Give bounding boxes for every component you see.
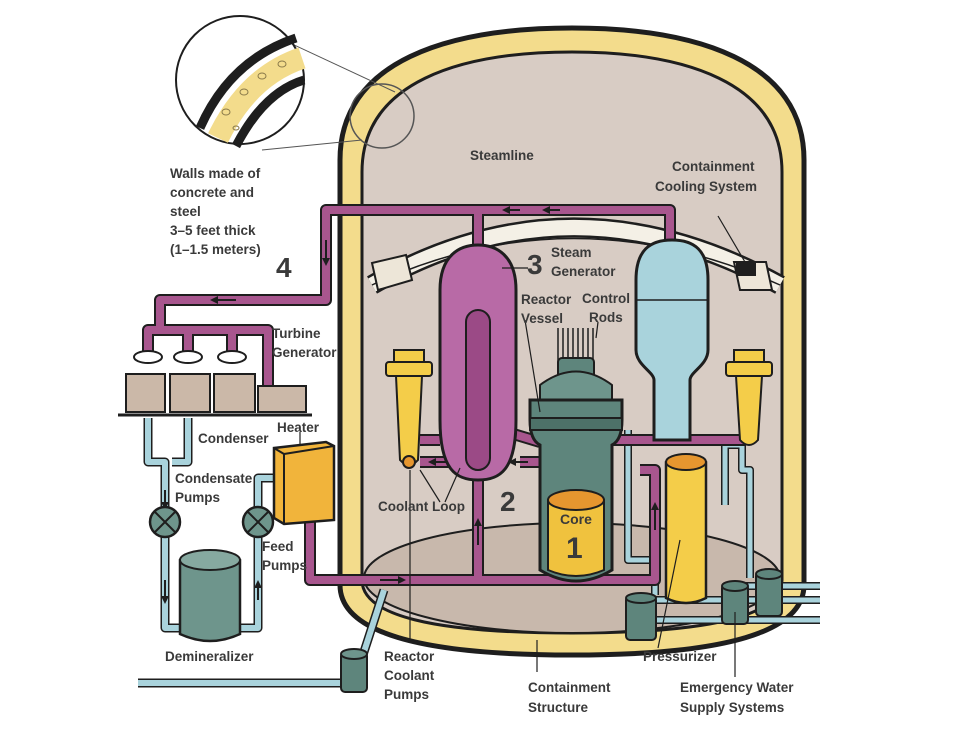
svg-text:Emergency Water: Emergency Water	[680, 680, 794, 695]
cooling-fan-right	[732, 261, 774, 291]
turbine-generator	[118, 350, 312, 417]
turbine-generator-label: Turbine Generator	[272, 326, 337, 360]
cooling-fan-left	[370, 253, 414, 292]
reactor-core	[547, 489, 605, 577]
feed-pump	[241, 505, 275, 539]
svg-text:Containment: Containment	[672, 159, 755, 174]
reactor-vessel-label: Reactor Vessel	[521, 292, 572, 326]
containment-cooling-unit	[634, 238, 710, 442]
emergency-water-tanks	[625, 568, 783, 641]
svg-text:Generator: Generator	[272, 345, 337, 360]
svg-text:Reactor: Reactor	[521, 292, 572, 307]
svg-text:Reactor: Reactor	[384, 649, 435, 664]
control-rods-label: Control Rods	[582, 291, 630, 325]
demineralizer-label: Demineralizer	[165, 649, 254, 664]
intake-pump	[340, 648, 368, 693]
steam-generator	[438, 243, 518, 482]
svg-text:Rods: Rods	[589, 310, 623, 325]
svg-text:Containment: Containment	[528, 680, 611, 695]
step-number-2: 2	[500, 486, 516, 517]
svg-text:Pumps: Pumps	[175, 490, 220, 505]
condensate-pumps-label: Condensate Pumps	[175, 471, 253, 505]
svg-text:Pumps: Pumps	[384, 687, 429, 702]
reactor-vessel	[528, 328, 624, 583]
feed-pumps-label: Feed Pumps	[262, 539, 307, 573]
demineralizer	[178, 549, 242, 643]
cooling-arch	[367, 217, 785, 294]
reactor-coolant-pump-right	[725, 349, 773, 446]
control-rods	[557, 328, 594, 362]
svg-text:Coolant: Coolant	[384, 668, 435, 683]
wall-caption: Walls made of concrete and steel 3–5 fee…	[170, 166, 261, 257]
step-number-1: 1	[566, 532, 583, 565]
containment-structure-label: Containment Structure	[528, 680, 611, 715]
svg-text:Structure: Structure	[528, 700, 589, 715]
svg-text:Vessel: Vessel	[521, 311, 563, 326]
condenser-label: Condenser	[198, 431, 269, 446]
svg-text:Generator: Generator	[551, 264, 616, 279]
emergency-water-label: Emergency Water Supply Systems	[680, 680, 794, 715]
condensate-pump	[148, 505, 182, 539]
step-number-4: 4	[276, 252, 292, 283]
reactor-coolant-pump-left	[385, 349, 433, 469]
svg-text:Pumps: Pumps	[262, 558, 307, 573]
steamline-label: Steamline	[470, 148, 534, 163]
heater-label: Heater	[277, 420, 320, 435]
coolant-loop-label: Coolant Loop	[378, 499, 465, 514]
svg-text:Turbine: Turbine	[272, 326, 321, 341]
steam-generator-label: Steam Generator	[551, 245, 616, 279]
svg-text:concrete and: concrete and	[170, 185, 254, 200]
heater	[272, 440, 336, 526]
pressurizer	[664, 453, 708, 605]
svg-text:steel: steel	[170, 204, 201, 219]
svg-text:Feed: Feed	[262, 539, 294, 554]
containment-cooling-label: Containment Cooling System	[655, 159, 757, 194]
svg-text:Walls made of: Walls made of	[170, 166, 261, 181]
svg-text:Cooling System: Cooling System	[655, 179, 757, 194]
svg-text:(1–1.5 meters): (1–1.5 meters)	[170, 242, 261, 257]
svg-text:3–5 feet thick: 3–5 feet thick	[170, 223, 256, 238]
core-label: Core	[560, 511, 592, 527]
svg-text:Condensate: Condensate	[175, 471, 253, 486]
leader-lines	[299, 215, 746, 677]
svg-text:Supply Systems: Supply Systems	[680, 700, 784, 715]
primary-loop-pipes	[142, 204, 745, 604]
pressurizer-label: Pressurizer	[643, 649, 717, 664]
svg-text:Steam: Steam	[551, 245, 592, 260]
step-number-3: 3	[527, 249, 543, 280]
reactor-coolant-pumps-label: Reactor Coolant Pumps	[384, 649, 435, 702]
svg-text:Control: Control	[582, 291, 630, 306]
wall-detail-magnifier	[175, 15, 415, 151]
